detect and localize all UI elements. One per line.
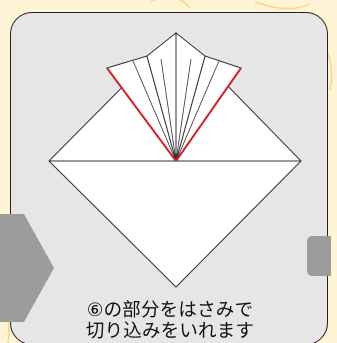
center-right-flap xyxy=(175,31,206,162)
inner-crease-left-2 xyxy=(132,60,177,162)
caption-line-1: ⑥の部分をはさみで xyxy=(86,300,254,321)
next-button[interactable] xyxy=(307,236,331,276)
prev-arrow-icon[interactable] xyxy=(0,214,54,322)
origami-fold-diagram xyxy=(48,31,302,288)
cut-line-right xyxy=(175,67,242,162)
cut-line-left xyxy=(106,67,177,162)
inner-crease-left xyxy=(160,58,177,162)
step-caption: ⑥の部分をはさみで 切り込みをいれます xyxy=(51,300,289,342)
inner-crease-right xyxy=(175,58,192,162)
instruction-card: ⑥の部分をはさみで 切り込みをいれます xyxy=(10,12,328,343)
inner-crease-right-2 xyxy=(175,60,220,162)
caption-line-2: 切り込みをいれます xyxy=(85,321,255,342)
